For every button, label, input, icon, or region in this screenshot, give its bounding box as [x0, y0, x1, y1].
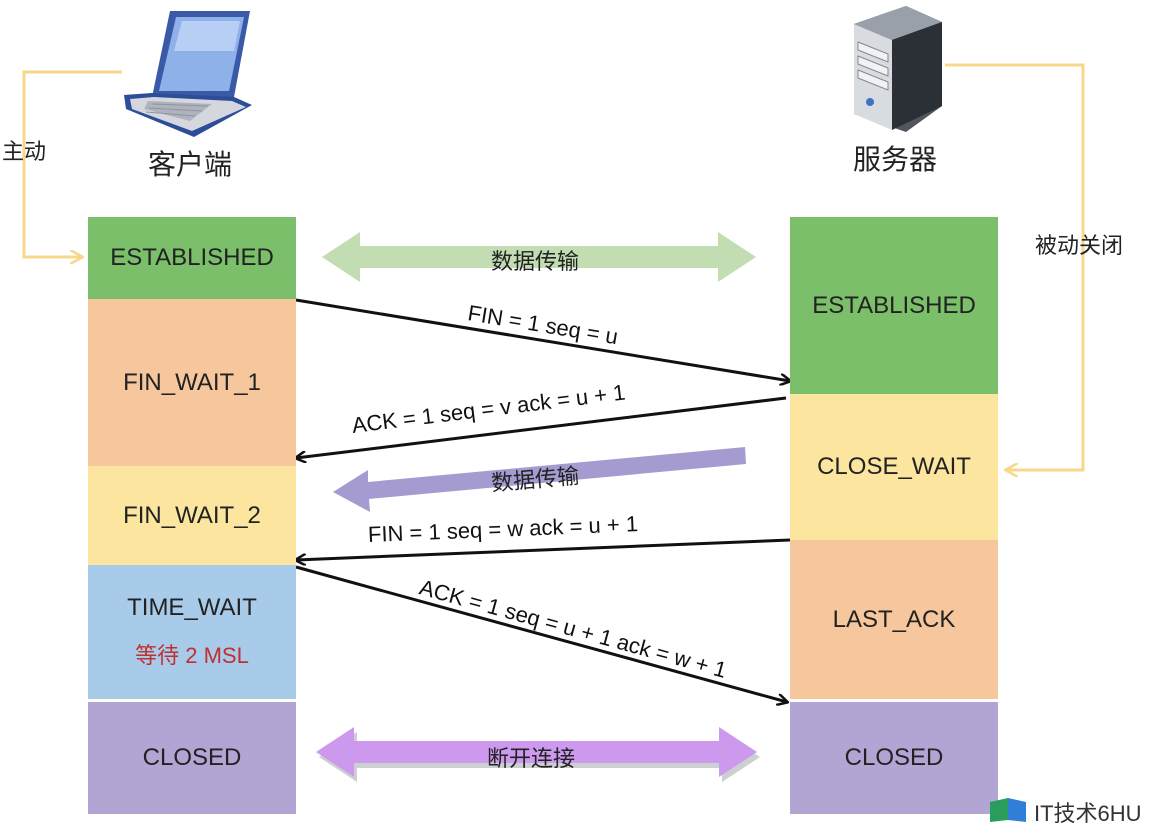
client-state-established: ESTABLISHED	[88, 217, 296, 299]
disconnect-label: 断开连接	[487, 746, 576, 771]
watermark-logo-icon	[990, 798, 1026, 822]
fin1-arrow	[295, 298, 790, 381]
server-state-close-wait: CLOSE_WAIT	[790, 394, 998, 540]
state-label: CLOSED	[142, 744, 242, 771]
state-label: ESTABLISHED	[812, 291, 976, 319]
client-state-fin-wait-2: FIN_WAIT_2	[88, 466, 296, 565]
client-state-time-wait: TIME_WAIT 等待 2 MSL	[88, 565, 296, 699]
client-title: 客户端	[148, 149, 233, 180]
server-state-last-ack: LAST_ACK	[790, 540, 998, 699]
passive-label: 被动关闭	[1035, 233, 1124, 258]
ack2-arrow	[295, 565, 787, 702]
server-title: 服务器	[853, 144, 938, 175]
data-transfer-arrow-middle	[333, 447, 746, 512]
laptop-icon	[124, 11, 252, 137]
client-state-closed: CLOSED	[88, 702, 296, 814]
server-icon	[854, 6, 942, 132]
state-label: LAST_ACK	[832, 605, 956, 633]
state-label: CLOSED	[844, 744, 944, 771]
fin2-arrow	[296, 538, 791, 560]
state-label: FIN_WAIT_1	[123, 368, 261, 396]
state-label: TIME_WAIT	[127, 594, 257, 621]
time-wait-note: 等待 2 MSL	[135, 643, 249, 668]
server-state-established: ESTABLISHED	[790, 217, 998, 394]
ack1-arrow	[296, 396, 787, 458]
client-state-fin-wait-1: FIN_WAIT_1	[88, 299, 296, 466]
active-bracket-line	[22, 70, 122, 257]
watermark-text: IT技术6HU	[1034, 801, 1142, 826]
state-label: CLOSE_WAIT	[817, 453, 971, 480]
disconnect-arrow-bottom	[316, 727, 760, 782]
server-state-closed: CLOSED	[790, 702, 998, 814]
passive-bracket-line	[945, 63, 1085, 470]
state-label: ESTABLISHED	[110, 244, 274, 271]
state-label: FIN_WAIT_2	[123, 501, 261, 529]
data-transfer-arrow-top	[322, 232, 756, 282]
active-label: 主动	[2, 139, 47, 164]
data-transfer-label-top: 数据传输	[491, 249, 580, 274]
